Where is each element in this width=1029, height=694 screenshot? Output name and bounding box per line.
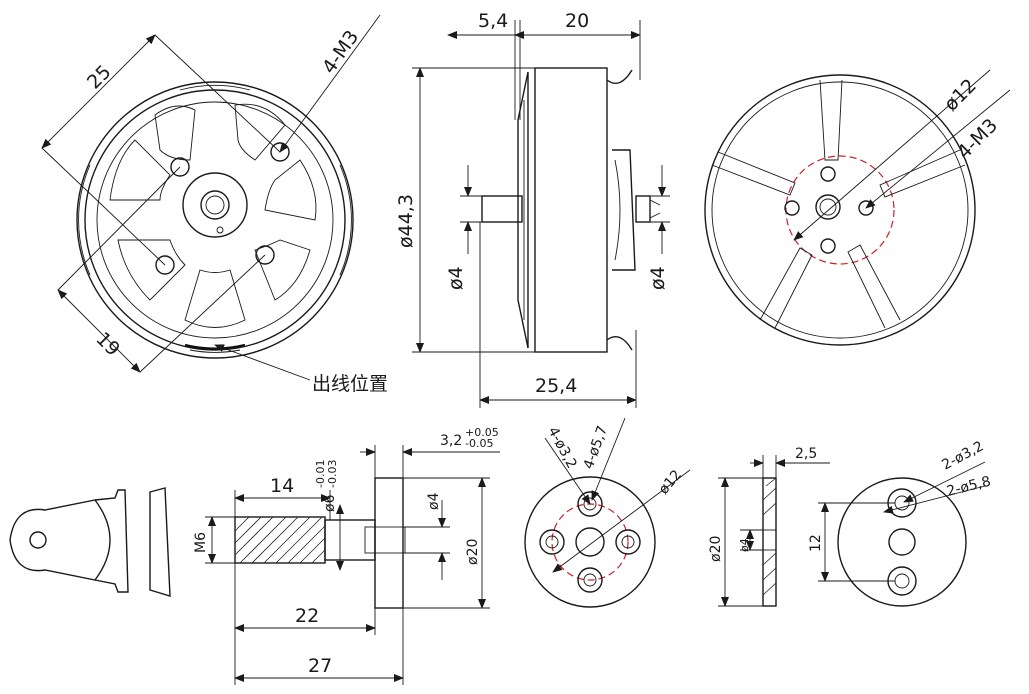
rear-dim-dia-12: ø12 [940,75,981,116]
adapter-hatching [234,516,326,564]
wire-exit-label: 出线位置 [312,373,388,395]
washer-face-view: 12 2-ø3,2 2-ø5,8 [808,438,992,607]
prop-adapter: 14 M6 ø6 -0.01 -0.03 3,2 +0.05 -0.05 ø4 … [193,426,500,685]
prop-nut-parts [9,487,171,597]
front-view: 25 19 4-M3 出线位置 [41,14,388,395]
adapter-face-view: 4-ø3,2 4-ø5,7 ø12 [524,417,691,608]
dim-20: 20 [565,10,589,32]
washer-dim-dia-4: ø4 [738,538,751,552]
dim-25: 25 [83,61,116,94]
dim-25-4: 25,4 [535,375,577,397]
washer-dim-dia-20: ø20 [708,536,724,562]
holes-4-m3-label: 4-M3 [318,26,363,77]
dim-3-2-tol-lower: -0.05 [465,437,493,450]
dim-3-2: 3,2 [440,433,462,449]
washer-holes-small: 2-ø3,2 [939,438,986,473]
adapter-holes-small: 4-ø3,2 [544,424,579,471]
dim-5-4: 5,4 [478,10,508,32]
side-view: 5,4 20 ø44,3 ø4 ø4 25,4 [395,10,670,408]
dim-dia-20: ø20 [465,539,481,565]
dim-dia-6-tol-upper: -0.01 [314,460,327,488]
rear-view: ø12 4-M3 [704,69,1011,346]
spoke-windows [109,103,317,328]
washer-holes-large: 2-ø5,8 [945,474,992,500]
dim-27: 27 [308,655,332,677]
dim-dia-6: ø6 [322,494,338,512]
dim-m6: M6 [193,532,209,553]
dim-19: 19 [91,328,124,361]
dim-22: 22 [295,605,319,627]
dim-3-2-tol-upper: +0.05 [465,426,499,439]
dim-14: 14 [270,475,294,497]
star-spokes [711,79,966,329]
rear-holes-4-m3: 4-M3 [953,114,1002,163]
dim-dia-4-right: ø4 [647,266,669,290]
dim-dia-44-3: ø44,3 [395,194,417,248]
washer-side-view: 2,5 ø20 ø4 [708,446,830,607]
dim-dia-6-tol-lower: -0.03 [326,460,339,488]
dim-dia-4-left: ø4 [445,266,467,290]
adapter-dim-dia-12: ø12 [656,467,685,498]
washer-dim-12: 12 [808,534,824,552]
washer-dim-2-5: 2,5 [795,446,817,462]
dim-dia-4: ø4 [426,492,442,510]
